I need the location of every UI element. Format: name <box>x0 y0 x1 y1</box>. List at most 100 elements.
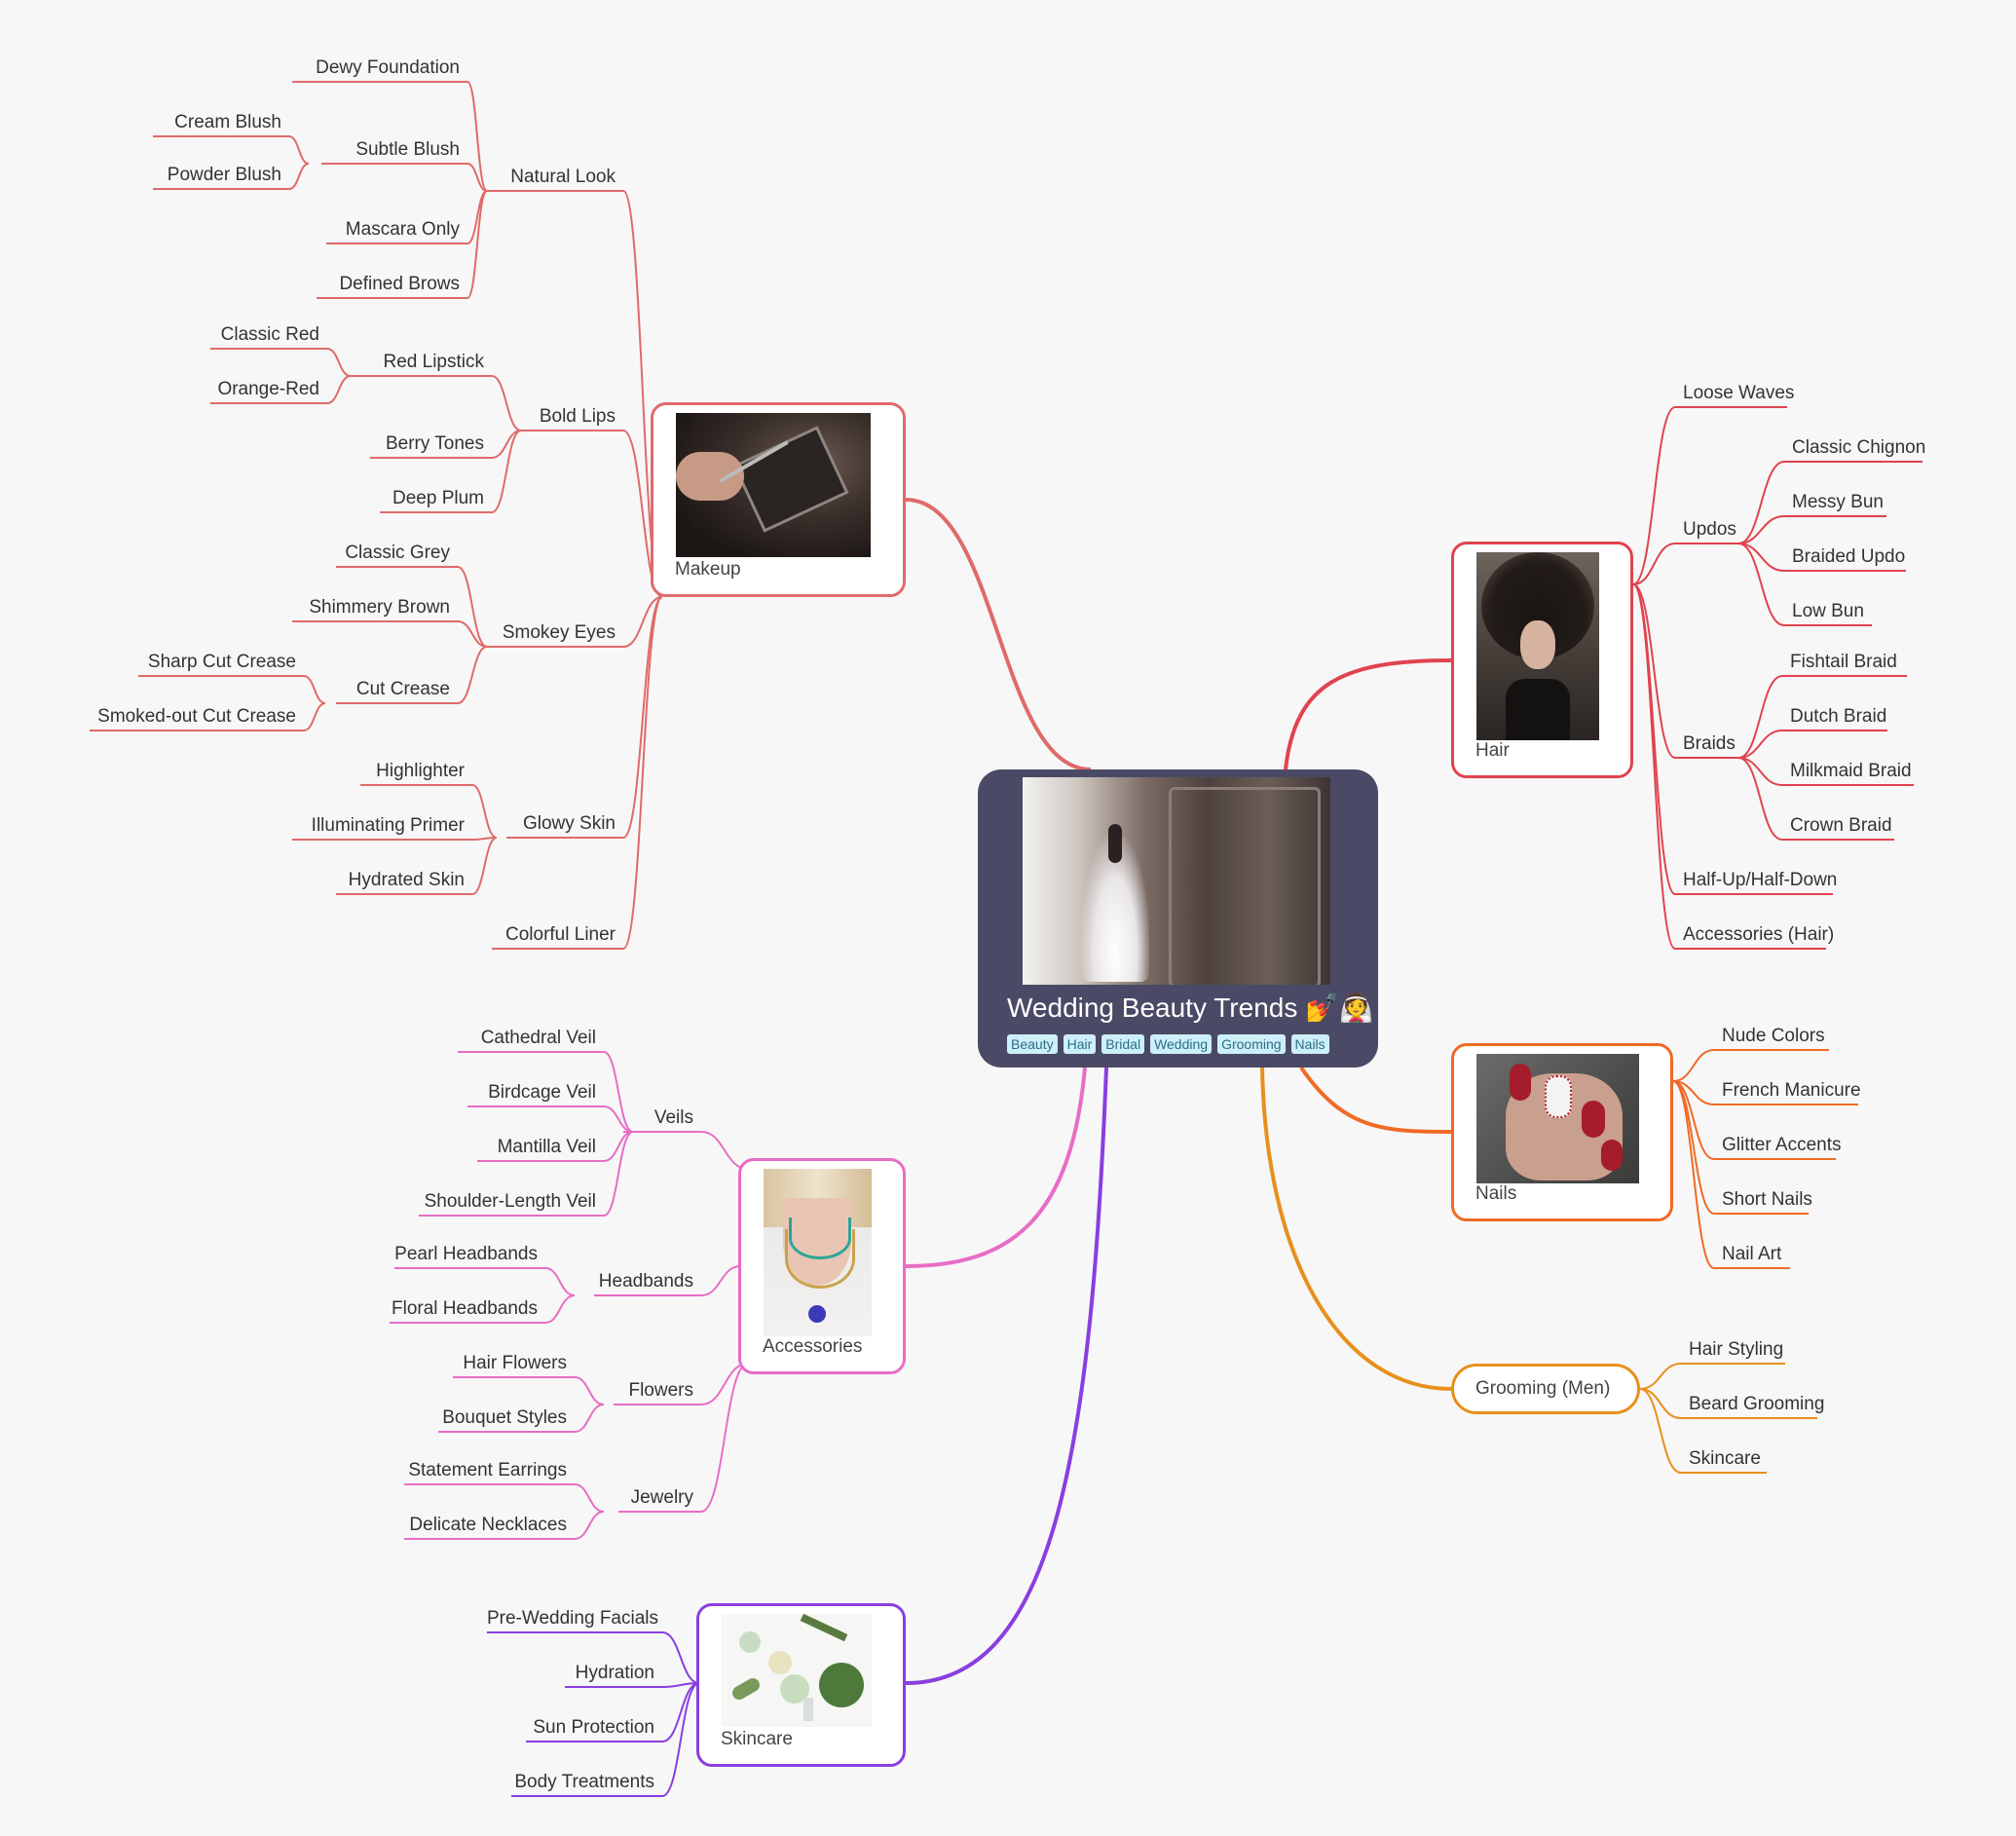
topic-milkmaid-braid[interactable]: Milkmaid Braid <box>1790 761 1912 781</box>
topic-messy-bun[interactable]: Messy Bun <box>1792 492 1884 512</box>
topic-fishtail-braid[interactable]: Fishtail Braid <box>1790 652 1897 672</box>
topic-pre-wedding-facials[interactable]: Pre-Wedding Facials <box>487 1608 659 1629</box>
tag-wedding: Wedding <box>1150 1034 1213 1054</box>
link-hair_styling <box>1639 1363 1682 1390</box>
topic-statement-earrings[interactable]: Statement Earrings <box>408 1460 567 1480</box>
bride-by-window-photo <box>1023 777 1330 985</box>
topic-illuminating-primer[interactable]: Illuminating Primer <box>311 815 465 836</box>
topic-hydrated-skin[interactable]: Hydrated Skin <box>348 870 465 890</box>
topic-red-lipstick[interactable]: Red Lipstick <box>383 352 485 372</box>
topic-cut-crease[interactable]: Cut Crease <box>355 679 450 699</box>
topic-short-nails[interactable]: Short Nails <box>1722 1189 1812 1210</box>
topic-crown-braid[interactable]: Crown Braid <box>1790 815 1892 836</box>
topic-birdcage-veil[interactable]: Birdcage Veil <box>488 1082 596 1103</box>
topic-loose-waves[interactable]: Loose Waves <box>1683 383 1795 403</box>
link-jewelry <box>700 1363 749 1513</box>
link-updos <box>1632 543 1676 585</box>
link-highlighter <box>471 784 498 839</box>
topic-jewelry[interactable]: Jewelry <box>630 1487 693 1508</box>
topic-veils[interactable]: Veils <box>653 1107 693 1128</box>
makeup-node[interactable]: Makeup <box>651 402 906 597</box>
red-nails-photo <box>1476 1054 1639 1183</box>
topic-subtle-blush[interactable]: Subtle Blush <box>355 139 460 160</box>
topic-smoked-out-cut-crease[interactable]: Smoked-out Cut Crease <box>97 706 296 727</box>
topic-dutch-braid[interactable]: Dutch Braid <box>1790 706 1887 727</box>
topic-delicate-necklaces[interactable]: Delicate Necklaces <box>409 1515 567 1535</box>
topic-french-manicure[interactable]: French Manicure <box>1722 1080 1861 1101</box>
topic-natural-look[interactable]: Natural Look <box>510 167 616 187</box>
link-birdcage_veil <box>603 1105 634 1133</box>
topic-classic-chignon[interactable]: Classic Chignon <box>1792 437 1926 458</box>
link-classic_red <box>326 348 352 377</box>
topic-skincare-men[interactable]: Skincare <box>1689 1448 1761 1469</box>
topic-headbands[interactable]: Headbands <box>598 1271 693 1292</box>
link-powder_blush <box>288 163 310 190</box>
topic-cream-blush[interactable]: Cream Blush <box>174 112 281 132</box>
topic-shimmery-brown[interactable]: Shimmery Brown <box>309 597 450 618</box>
topic-dewy-foundation[interactable]: Dewy Foundation <box>316 57 460 78</box>
topic-low-bun[interactable]: Low Bun <box>1792 601 1864 621</box>
topic-classic-red[interactable]: Classic Red <box>220 324 319 345</box>
topic-cathedral-veil[interactable]: Cathedral Veil <box>480 1028 596 1048</box>
topic-accessories-hair[interactable]: Accessories (Hair) <box>1683 924 1835 945</box>
hair-node[interactable]: Hair <box>1451 542 1633 778</box>
topic-classic-grey[interactable]: Classic Grey <box>345 543 450 563</box>
topic-bouquet-styles[interactable]: Bouquet Styles <box>442 1407 567 1428</box>
topic-hair-flowers[interactable]: Hair Flowers <box>463 1353 567 1373</box>
topic-hair-styling[interactable]: Hair Styling <box>1689 1339 1784 1360</box>
topic-glitter-accents[interactable]: Glitter Accents <box>1722 1135 1842 1155</box>
topic-updos[interactable]: Updos <box>1683 519 1736 540</box>
topic-body-treatments[interactable]: Body Treatments <box>514 1772 654 1792</box>
tag-beauty: Beauty <box>1007 1034 1058 1054</box>
topic-mantilla-veil[interactable]: Mantilla Veil <box>497 1137 596 1157</box>
link-subtle_blush <box>467 163 488 192</box>
link-dutch_braid <box>1737 730 1783 759</box>
link-hair <box>1284 658 1452 770</box>
topic-flowers[interactable]: Flowers <box>628 1380 693 1401</box>
nails-label: Nails <box>1475 1183 1517 1204</box>
topic-sharp-cut-crease[interactable]: Sharp Cut Crease <box>147 652 296 672</box>
topic-pearl-headbands[interactable]: Pearl Headbands <box>394 1244 538 1264</box>
topic-glowy-skin[interactable]: Glowy Skin <box>522 813 616 834</box>
grooming-node[interactable]: Grooming (Men) <box>1451 1364 1640 1414</box>
root-title: Wedding Beauty Trends 💅👰 <box>1007 993 1373 1023</box>
tag-nails: Nails <box>1290 1034 1329 1054</box>
topic-floral-headbands[interactable]: Floral Headbands <box>392 1298 538 1319</box>
link-floral_headbands <box>544 1294 576 1324</box>
topic-beard-grooming[interactable]: Beard Grooming <box>1689 1394 1825 1414</box>
topic-highlighter[interactable]: Highlighter <box>376 761 465 781</box>
topic-nude-colors[interactable]: Nude Colors <box>1722 1026 1825 1046</box>
link-dewy_foundation <box>467 81 488 192</box>
topic-half-up[interactable]: Half-Up/Half-Down <box>1683 870 1838 890</box>
topic-defined-brows[interactable]: Defined Brows <box>339 274 460 294</box>
link-crown_braid <box>1737 757 1783 841</box>
topic-braids[interactable]: Braids <box>1683 733 1736 754</box>
link-braids <box>1632 583 1676 759</box>
topic-hydration[interactable]: Hydration <box>575 1663 654 1683</box>
link-body_treatments <box>661 1682 700 1797</box>
topic-smokey-eyes[interactable]: Smokey Eyes <box>502 622 616 643</box>
link-sun_protection <box>661 1682 700 1742</box>
accessories-label: Accessories <box>763 1336 863 1357</box>
topic-nail-art[interactable]: Nail Art <box>1722 1244 1782 1264</box>
accessories-node[interactable]: Accessories <box>738 1158 906 1374</box>
nails-node[interactable]: Nails <box>1451 1043 1673 1221</box>
topic-orange-red[interactable]: Orange-Red <box>217 379 319 399</box>
topic-berry-tones[interactable]: Berry Tones <box>385 433 484 454</box>
skincare-node[interactable]: Skincare <box>696 1603 906 1767</box>
link-braided_updo <box>1737 543 1785 572</box>
topic-powder-blush[interactable]: Powder Blush <box>167 165 281 185</box>
link-hair_flowers <box>574 1376 605 1405</box>
topic-shoulder-veil[interactable]: Shoulder-Length Veil <box>424 1191 596 1212</box>
link-skincare_men <box>1639 1388 1682 1474</box>
topic-braided-updo[interactable]: Braided Updo <box>1792 546 1906 567</box>
topic-mascara-only[interactable]: Mascara Only <box>345 219 460 240</box>
link-hydrated_skin <box>471 837 498 895</box>
topic-sun-protection[interactable]: Sun Protection <box>533 1717 654 1738</box>
topic-deep-plum[interactable]: Deep Plum <box>392 488 484 508</box>
tag-hair: Hair <box>1063 1034 1097 1054</box>
topic-bold-lips[interactable]: Bold Lips <box>539 406 616 427</box>
topic-colorful-liner[interactable]: Colorful Liner <box>505 924 616 945</box>
